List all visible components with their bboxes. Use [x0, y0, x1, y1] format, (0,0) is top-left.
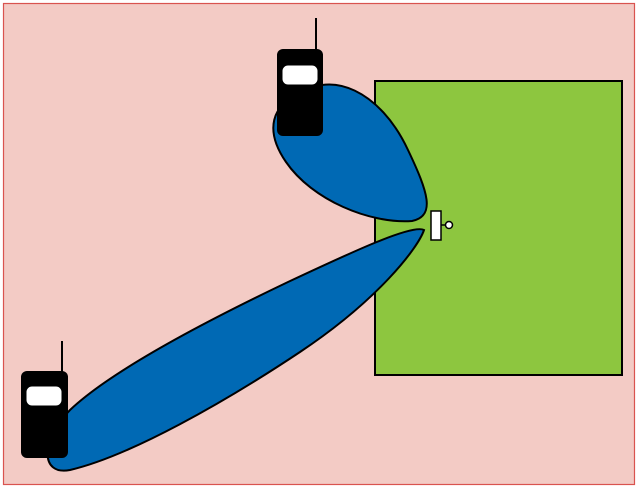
radio-screen: [281, 64, 319, 86]
target-zone: [374, 80, 623, 376]
sensor-icon: [430, 210, 442, 241]
walkie-talkie-icon: [21, 371, 68, 458]
radio-screen: [25, 385, 63, 407]
sensor-knob: [444, 220, 454, 230]
door-sensor: [430, 210, 454, 241]
walkie-talkie-icon: [277, 49, 323, 136]
lower-signal-beam: [46, 228, 426, 472]
upper-handheld-radio: [277, 18, 323, 136]
lower-handheld-radio: [21, 341, 68, 458]
